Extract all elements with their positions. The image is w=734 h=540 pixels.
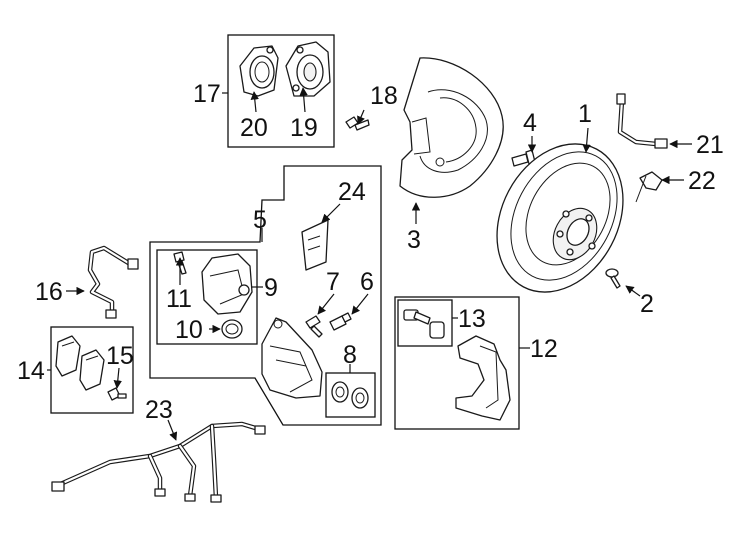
callout-7: 7 (326, 268, 340, 296)
callout-12: 12 (530, 335, 558, 363)
brake-pads-drawing (55, 335, 105, 391)
guide-pin-box (397, 299, 453, 347)
caliper-housing-box (156, 249, 258, 345)
callout-15: 15 (106, 342, 134, 370)
leader-24 (321, 203, 341, 223)
bolt-15-drawing (107, 387, 127, 401)
leader-7 (317, 293, 335, 315)
callout-5: 5 (253, 206, 267, 234)
callout-14: 14 (17, 357, 45, 385)
leader-20 (250, 91, 259, 113)
callout-3: 3 (407, 226, 421, 254)
caliper-motor-drawing (201, 253, 253, 315)
leader-23 (167, 419, 178, 441)
leader-2 (625, 285, 641, 297)
leader-15 (113, 367, 122, 389)
callout-9: 9 (264, 274, 278, 302)
brake-rotor-drawing (496, 143, 624, 293)
callout-6: 6 (360, 268, 374, 296)
wheel-bearing-drawing (239, 45, 279, 97)
callout-2: 2 (640, 290, 654, 318)
callout-18: 18 (370, 82, 398, 110)
o-ring-drawing (221, 319, 243, 339)
callout-10: 10 (175, 316, 203, 344)
bolt-18-drawing (345, 116, 370, 131)
bleeder-6-drawing (329, 312, 352, 331)
callout-24: 24 (338, 178, 366, 206)
callout-8: 8 (343, 341, 357, 369)
abs-sensor-wire-drawing (87, 245, 139, 319)
bleeder-7-drawing (305, 315, 323, 338)
callout-22: 22 (688, 167, 716, 195)
screw-2-drawing (605, 268, 621, 289)
seal-kit-drawing (331, 381, 369, 409)
caliper-group-outline (149, 165, 382, 426)
wheel-hub-drawing (285, 41, 331, 97)
leader-18 (357, 109, 365, 125)
callout-1: 1 (578, 100, 592, 128)
wear-sensor-drawing (616, 93, 668, 149)
wiring-harness-drawing (51, 421, 266, 503)
leader-19 (299, 87, 308, 113)
leader-1 (582, 127, 591, 153)
callout-19: 19 (290, 114, 318, 142)
guide-pin-drawing (403, 309, 445, 339)
callout-16: 16 (35, 278, 63, 306)
callout-13: 13 (458, 305, 486, 333)
sensor-clip-drawing (635, 171, 663, 203)
callout-20: 20 (240, 114, 268, 142)
callout-17: 17 (193, 80, 221, 108)
callout-21: 21 (696, 131, 724, 159)
hub-bearing-group-box (227, 34, 335, 148)
bracket-24-drawing (301, 219, 329, 271)
caliper-bracket-drawing (455, 335, 511, 421)
dust-shield-drawing (399, 57, 504, 198)
callout-4: 4 (523, 109, 537, 137)
caliper-bracket-box (394, 296, 520, 430)
callout-11: 11 (166, 285, 192, 313)
callout-23: 23 (145, 396, 173, 424)
leader-6 (351, 293, 369, 315)
caliper-body-drawing (261, 317, 323, 399)
